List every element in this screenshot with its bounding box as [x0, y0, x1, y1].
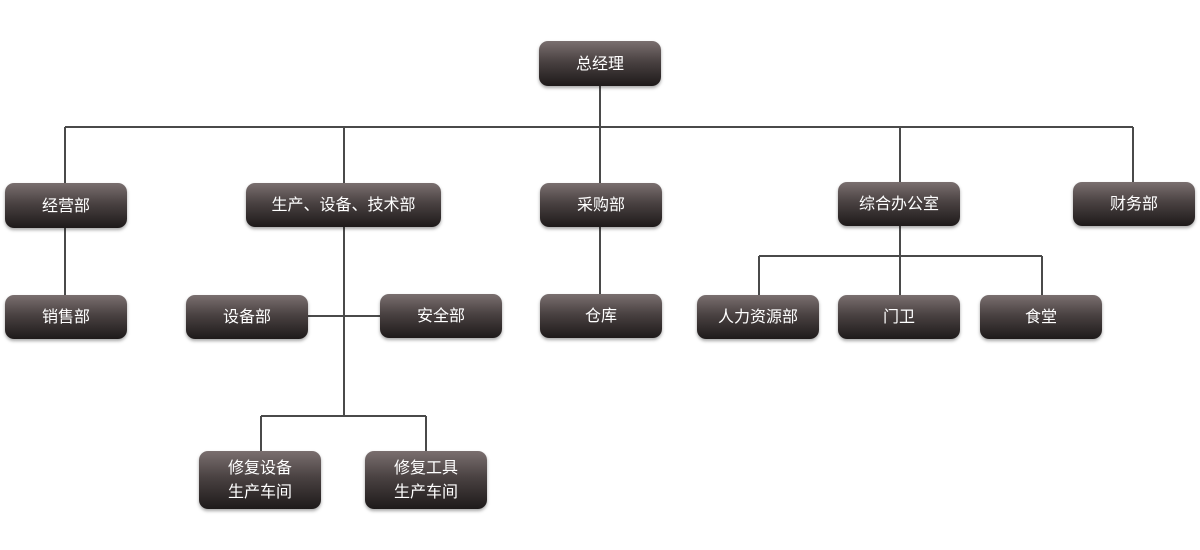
node-finance-dept: 财务部: [1073, 182, 1195, 226]
node-label: 经营部: [41, 195, 90, 215]
node-warehouse: 仓库: [540, 294, 662, 338]
node-purchasing-dept: 采购部: [540, 183, 662, 227]
node-label: 仓库: [584, 306, 617, 325]
node-sales-section: 销售部: [5, 295, 127, 339]
node-general-manager: 总经理: [539, 41, 661, 86]
node-label: 安全部: [416, 306, 465, 325]
node-production-dept: 生产、设备、技术部: [246, 183, 441, 227]
node-tool-repair-workshop: 修复工具 生产车间: [365, 451, 487, 509]
node-label-line2: 生产车间: [393, 482, 458, 501]
node-label: 综合办公室: [858, 194, 939, 213]
node-canteen: 食堂: [980, 295, 1102, 339]
node-general-office: 综合办公室: [838, 182, 960, 226]
node-label: 食堂: [1024, 307, 1057, 326]
node-gate-guard: 门卫: [838, 295, 960, 339]
node-label-line1: 修复工具: [393, 458, 458, 477]
node-equipment-section: 设备部: [186, 295, 308, 339]
node-label: 人力资源部: [717, 307, 798, 326]
node-label: 财务部: [1109, 194, 1158, 213]
node-label: 门卫: [882, 307, 915, 326]
node-hr-section: 人力资源部: [697, 295, 819, 339]
node-label: 设备部: [222, 307, 271, 326]
node-label-line2: 生产车间: [227, 482, 292, 501]
node-label-line1: 修复设备: [227, 458, 292, 477]
node-label: 总经理: [575, 53, 624, 73]
node-sales-dept: 经营部: [5, 183, 127, 228]
node-label: 生产、设备、技术部: [271, 195, 416, 214]
node-label: 采购部: [576, 195, 625, 214]
node-label: 销售部: [41, 307, 90, 326]
node-equipment-repair-workshop: 修复设备 生产车间: [199, 451, 321, 509]
node-safety-section: 安全部: [380, 294, 502, 338]
